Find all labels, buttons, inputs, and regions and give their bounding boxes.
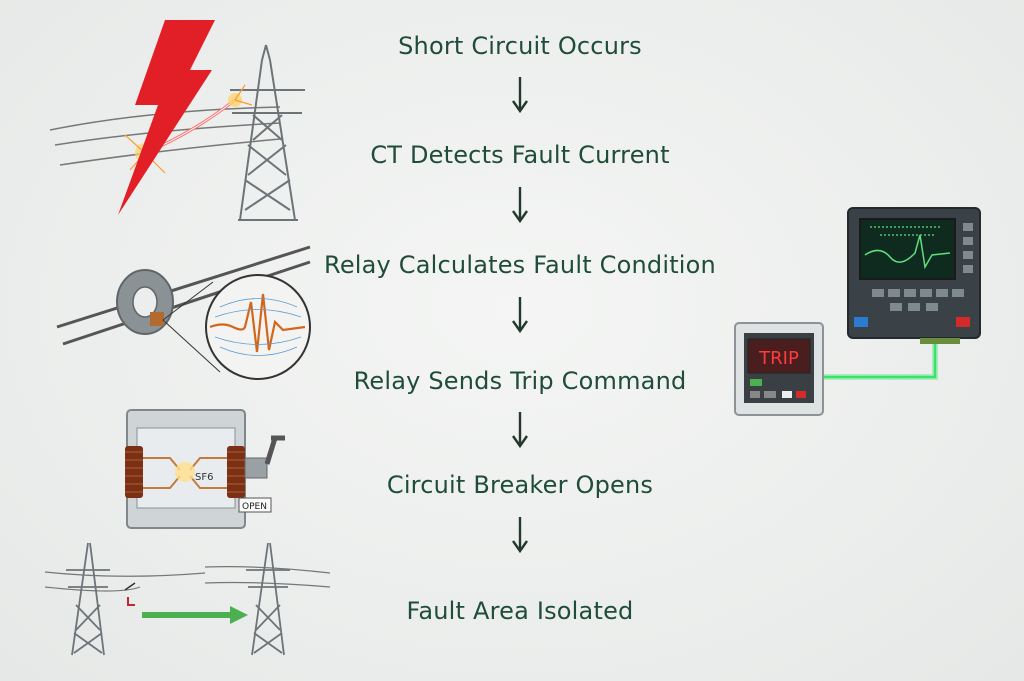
svg-text:OPEN: OPEN (242, 502, 267, 512)
step-fault-isolated: Fault Area Isolated (406, 597, 634, 625)
down-arrow-icon (512, 297, 528, 334)
down-arrow-icon (512, 77, 528, 114)
svg-text:SF6: SF6 (195, 472, 213, 483)
step-short-circuit: Short Circuit Occurs (398, 32, 642, 60)
isolated-towers-illustration (44, 542, 331, 656)
current-transformer-icon (116, 269, 174, 335)
transmission-tower-icon (230, 44, 305, 221)
step-relay-sends-trip: Relay Sends Trip Command (353, 367, 687, 395)
transmission-tower-icon (66, 542, 110, 656)
lightning-bolt-icon (118, 20, 215, 215)
current-transformer-illustration (56, 245, 311, 380)
step-breaker-opens: Circuit Breaker Opens (386, 471, 654, 499)
circuit-breaker-icon: SF6 OPEN (125, 409, 285, 529)
down-arrow-icon (512, 187, 528, 224)
transmission-tower-icon (246, 542, 290, 656)
step-ct-detects: CT Detects Fault Current (370, 141, 670, 169)
waveform-icon (205, 274, 311, 380)
svg-text:TRIP: TRIP (758, 348, 799, 369)
trip-panel-icon: TRIP (734, 322, 824, 416)
down-arrow-icon (512, 517, 528, 554)
relay-and-trip-illustration: TRIP (734, 207, 981, 416)
down-arrow-icon (512, 412, 528, 449)
short-circuit-illustration (49, 20, 305, 221)
relay-display-icon (847, 207, 981, 344)
step-relay-calculates: Relay Calculates Fault Condition (324, 251, 716, 279)
